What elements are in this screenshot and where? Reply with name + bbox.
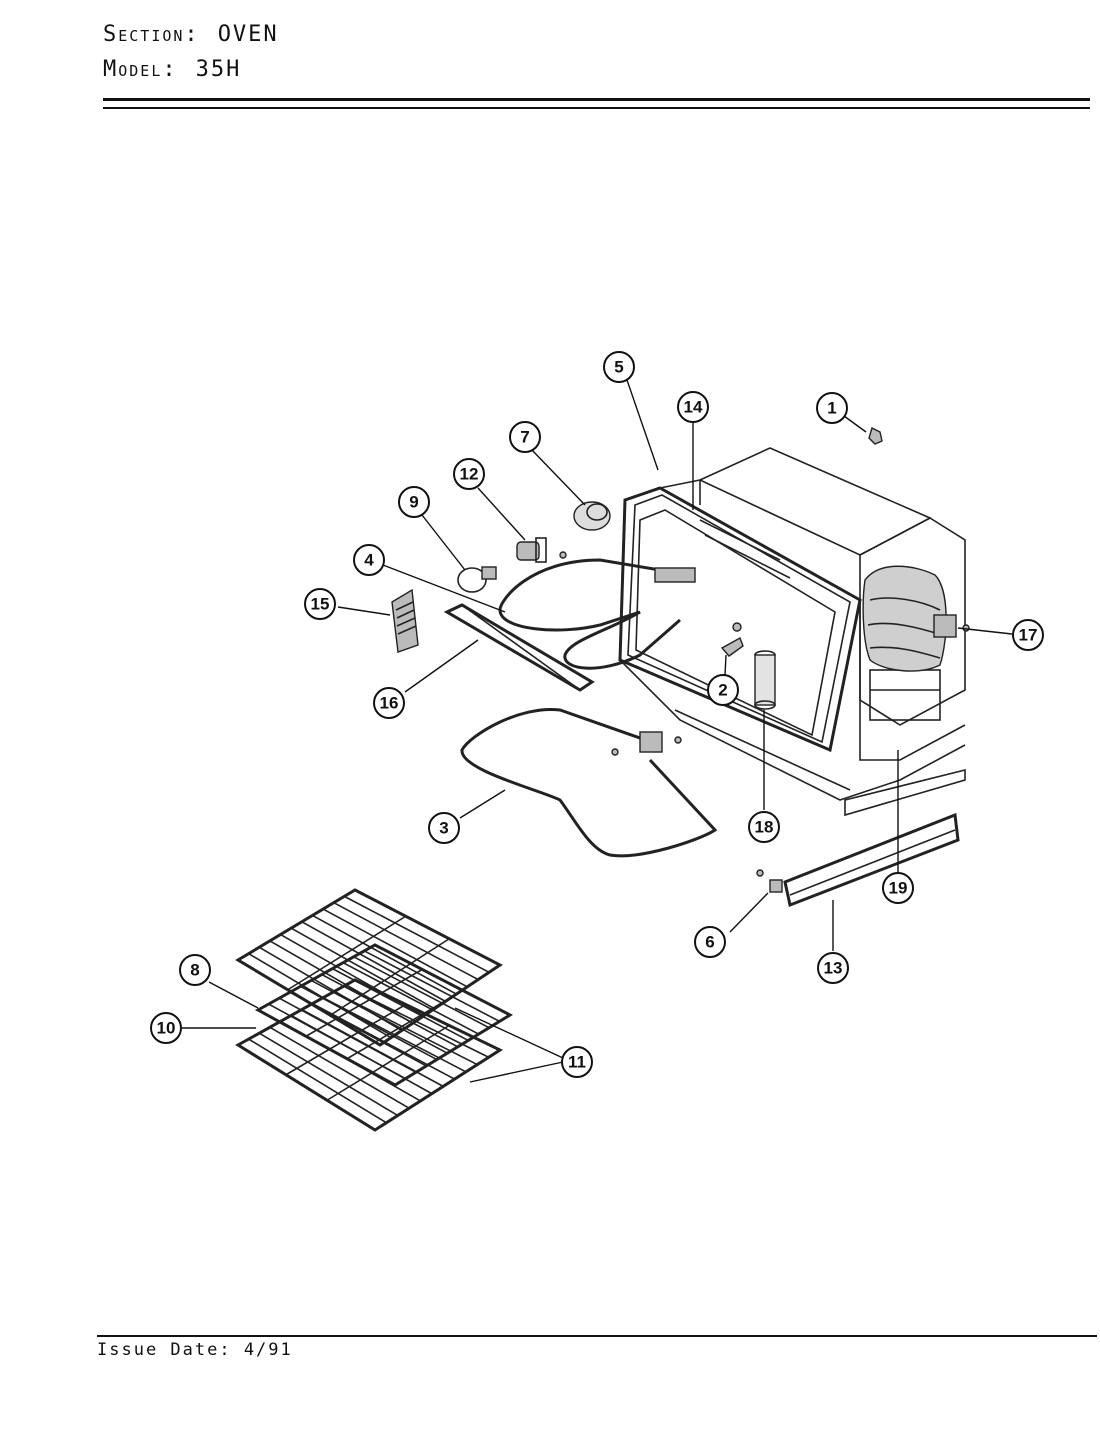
rack-wire <box>322 908 468 988</box>
callout-7-label: 7 <box>520 428 529 447</box>
part-15-vent <box>391 588 419 653</box>
callout-17-label: 17 <box>1019 626 1038 645</box>
callout-4-label: 4 <box>364 551 374 570</box>
callout-10: 10 <box>150 1012 182 1044</box>
rack-wire <box>343 895 490 973</box>
rack-cross-wire <box>287 915 407 991</box>
rack-bars <box>248 895 500 1124</box>
callout-17: 17 <box>1012 619 1044 651</box>
callout-6: 6 <box>694 926 726 958</box>
model-heading: Model: 35H <box>103 57 241 82</box>
callout-3-label: 3 <box>439 819 448 838</box>
callout-11-label: 11 <box>568 1053 586 1072</box>
part-17-latch <box>933 614 970 638</box>
callouts: 1 2 3 4 5 6 7 8 9 10 11 12 13 14 15 16 1… <box>150 351 1044 1078</box>
part-13-bar <box>783 812 960 908</box>
part-12-lamp-socket <box>516 537 567 563</box>
rack-cross-wire <box>329 938 450 1016</box>
callout-12: 12 <box>453 458 485 490</box>
rack-wire <box>248 1038 387 1124</box>
leader-lines <box>182 379 1013 1083</box>
callout-8: 8 <box>179 954 211 986</box>
callout-13-label: 13 <box>824 959 843 978</box>
callout-5: 5 <box>603 351 635 383</box>
rack-wire <box>333 902 479 981</box>
rack-cross-wire <box>326 1024 450 1101</box>
rack-wire <box>312 1002 455 1080</box>
callout-3: 3 <box>428 812 460 844</box>
part-16-trim <box>443 603 595 692</box>
callout-16: 16 <box>373 687 405 719</box>
part-1-clip <box>868 427 883 445</box>
callout-7: 7 <box>509 421 541 453</box>
callout-10-label: 10 <box>157 1019 176 1038</box>
callout-16-label: 16 <box>380 694 399 713</box>
callout-15: 15 <box>304 588 336 620</box>
callout-14-label: 14 <box>684 398 703 417</box>
rack-cross-wire <box>285 1003 407 1076</box>
rack-wire <box>301 1008 444 1088</box>
rack-wire <box>280 933 425 1017</box>
rack-wire <box>363 950 500 1023</box>
rack-wire <box>312 914 457 995</box>
rack-wire <box>301 921 446 1003</box>
rack-wire <box>258 1032 399 1117</box>
footer-rule <box>97 1335 1097 1337</box>
rack-wire <box>269 1026 410 1109</box>
part-9-light-bulb <box>457 566 497 593</box>
part-3-bake-element <box>460 707 718 858</box>
header-rule-top <box>103 98 1090 101</box>
part-2-bracket <box>720 622 744 657</box>
callout-13: 13 <box>817 952 849 984</box>
rack-cross-wire <box>305 968 423 1037</box>
model-value: 35H <box>195 57 242 82</box>
section-heading: Section: OVEN <box>103 22 279 47</box>
rack-wire <box>290 927 435 1010</box>
callout-19-label: 19 <box>889 879 908 898</box>
callout-9: 9 <box>398 486 430 518</box>
part-7-lens <box>573 501 611 531</box>
callout-6-label: 6 <box>705 933 714 952</box>
callout-8-label: 8 <box>190 961 199 980</box>
callout-2: 2 <box>707 674 739 706</box>
part-4-broil-element <box>498 558 696 670</box>
callout-9-label: 9 <box>409 493 418 512</box>
callout-18: 18 <box>748 811 780 843</box>
rack-wire <box>344 985 489 1058</box>
rack-cross-wire <box>346 989 464 1060</box>
callout-12-label: 12 <box>460 465 479 484</box>
rack-wire <box>280 1020 421 1102</box>
issue-date: Issue Date: 4/91 <box>97 1340 293 1360</box>
rack-wire <box>321 973 459 1048</box>
rack-wire <box>290 1014 433 1095</box>
callout-1-label: 1 <box>827 399 836 418</box>
model-label: Model: <box>103 57 178 82</box>
callout-2-label: 2 <box>718 681 727 700</box>
section-label: Section: <box>103 22 200 47</box>
oven-cavity <box>618 447 966 817</box>
rack-wire <box>248 952 392 1039</box>
callout-4: 4 <box>353 544 385 576</box>
callout-18-label: 18 <box>755 818 774 837</box>
rack-wire <box>322 997 467 1073</box>
part-6-clip <box>756 869 783 893</box>
section-value: OVEN <box>217 22 279 47</box>
callout-15-label: 15 <box>311 595 330 614</box>
callout-1: 1 <box>816 392 848 424</box>
callout-19: 19 <box>882 872 914 904</box>
part-18-sensor <box>754 650 776 710</box>
rack-wire <box>353 956 490 1029</box>
callout-14: 14 <box>677 391 709 423</box>
callout-11: 11 <box>561 1046 593 1078</box>
rack-wire <box>333 991 478 1066</box>
rack-wire <box>342 962 480 1035</box>
callout-5-label: 5 <box>614 358 623 377</box>
header-rule-bottom <box>103 107 1090 109</box>
